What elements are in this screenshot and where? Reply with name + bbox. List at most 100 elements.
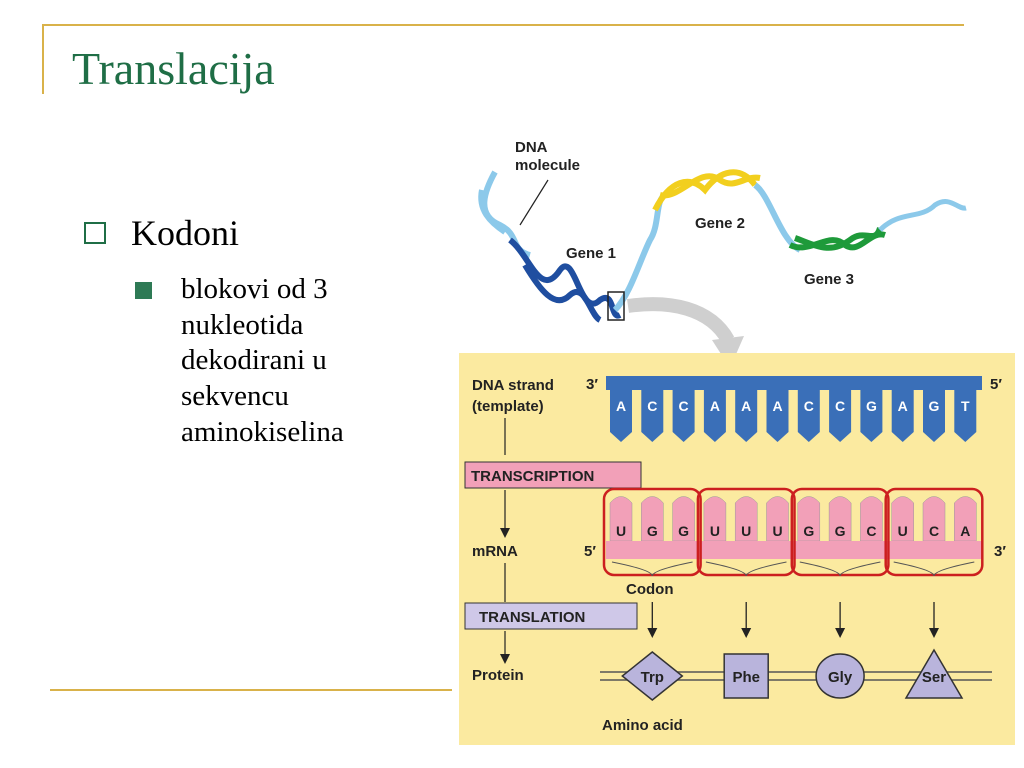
mrna-base: [860, 496, 883, 542]
amino-acid-label: Amino acid: [602, 717, 683, 734]
dna-helix-strand-dark: [522, 263, 602, 323]
dna-molecule-label: molecule: [515, 157, 580, 174]
mrna-base-letter: G: [835, 523, 846, 539]
bullet-level2-text: blokovi od 3 nukleotida dekodirani u sek…: [181, 272, 411, 450]
mrna-base: [828, 496, 852, 542]
dna-molecule-illustration: DNA molecule Gene 1 Gene 2 Gene 3: [478, 139, 967, 323]
amino-acid-shape: [621, 651, 684, 701]
dna-base-letter: A: [710, 398, 720, 414]
dna-5prime-label: 5′: [990, 376, 1002, 393]
codon-to-amino-arrowhead: [835, 628, 846, 638]
dna-base: [610, 390, 632, 442]
translation-box: [464, 602, 638, 630]
bullet-level2: blokovi od 3 nukleotida dekodirani u sek…: [135, 272, 411, 450]
dna-base-letter: A: [772, 398, 782, 414]
codon-to-amino-arrowhead: [647, 628, 658, 638]
zoom-arrow: [627, 297, 735, 344]
dna-base: [672, 390, 695, 442]
mrna-base-letter: G: [678, 523, 689, 539]
dna-base: [703, 390, 726, 442]
mrna-base: [954, 496, 977, 542]
codon-brace: [799, 561, 881, 577]
amino-acid-shape: [815, 653, 865, 699]
mrna-base-letter: G: [803, 523, 814, 539]
amino-acid-label-text: Trp: [641, 669, 664, 686]
dna-helix-strand-green: [794, 226, 883, 251]
amino-acid-label-text: Ser: [922, 669, 946, 686]
dna-base: [923, 390, 945, 442]
slide-title: Translacija: [72, 43, 275, 94]
frame-bottom-line: [50, 689, 452, 691]
mrna-5prime-label: 5′: [584, 543, 596, 560]
dna-helix-strand-light: [481, 170, 531, 258]
bullet-line: blokovi od 3: [181, 273, 328, 305]
dna-base: [766, 390, 789, 442]
dna-base: [860, 390, 883, 442]
codon-brace: [705, 561, 787, 577]
transcription-label: TRANSCRIPTION: [471, 468, 594, 485]
bullet-level1: Kodoni: [84, 212, 239, 254]
dna-base-letter: G: [866, 398, 877, 414]
codon-to-amino-arrowhead: [929, 628, 939, 638]
mrna-base: [609, 496, 633, 542]
mrna-base: [641, 496, 664, 542]
dna-base-letter: G: [929, 398, 940, 414]
mrna-base-letter: C: [929, 523, 939, 539]
dna-base: [891, 390, 914, 442]
amino-acid-shape: [904, 648, 964, 699]
mrna-base: [922, 496, 946, 542]
mrna-base: [672, 496, 695, 542]
dna-helix-strand-yellow: [659, 173, 761, 199]
dna-base-letter: A: [741, 398, 751, 414]
dna-helix-strand-light: [753, 182, 802, 253]
zoom-arrow-head: [712, 336, 744, 368]
mrna-base: [891, 496, 914, 542]
frame-top-line: [42, 24, 964, 26]
dna-helix-strand-light: [478, 189, 507, 235]
dna-helix-strand-dark: [508, 237, 622, 319]
dna-helix-strand-yellow: [652, 169, 758, 212]
amino-acid-group: Trp Phe Gly Ser: [621, 648, 964, 701]
dna-base-letter: C: [647, 398, 657, 414]
mrna-label: mRNA: [472, 543, 518, 560]
mrna-base: [766, 496, 789, 542]
mrna-base: [703, 496, 727, 542]
dna-base-letter: T: [961, 398, 970, 414]
hollow-square-bullet-icon: [84, 222, 106, 244]
dna-base-letter: C: [679, 398, 689, 414]
filled-square-bullet-icon: [135, 282, 152, 299]
dna-strand-label: DNA strand: [472, 377, 554, 394]
flow-arrowhead: [500, 654, 510, 664]
dna-3prime-label: 3′: [586, 376, 598, 393]
mrna-base-letter: U: [772, 523, 782, 539]
translation-label: TRANSLATION: [479, 609, 585, 626]
transcription-box: [464, 461, 642, 489]
mrna-base-letter: U: [710, 523, 720, 539]
codon-to-amino-arrowhead: [741, 628, 752, 638]
mrna-base-letter: G: [647, 523, 658, 539]
mrna-base: [734, 496, 758, 542]
mrna-base: [797, 496, 821, 542]
dna-strand-label: (template): [472, 398, 544, 415]
amino-acid-label-text: Phe: [732, 669, 760, 686]
bullet-line: dekodirani u: [181, 344, 327, 377]
codon-brace: [893, 561, 975, 577]
dna-molecule-label: DNA: [515, 139, 548, 156]
mrna-base-letter: U: [898, 523, 908, 539]
bullet-level1-text: Kodoni: [131, 213, 239, 253]
dna-helix-strand-light: [878, 199, 967, 232]
dna-strand-backbone: [606, 376, 982, 390]
flow-arrowhead: [500, 528, 510, 538]
mrna-base-letter: A: [960, 523, 970, 539]
zoom-marker-box: [607, 291, 625, 321]
dna-base: [735, 390, 758, 442]
dna-base-letter: A: [898, 398, 908, 414]
amino-acid-label-text: Gly: [828, 669, 853, 686]
dna-base-letter: C: [835, 398, 845, 414]
dna-base-letter: C: [804, 398, 814, 414]
dna-label-pointer: [519, 179, 549, 226]
mrna-3prime-label: 3′: [994, 543, 1006, 560]
